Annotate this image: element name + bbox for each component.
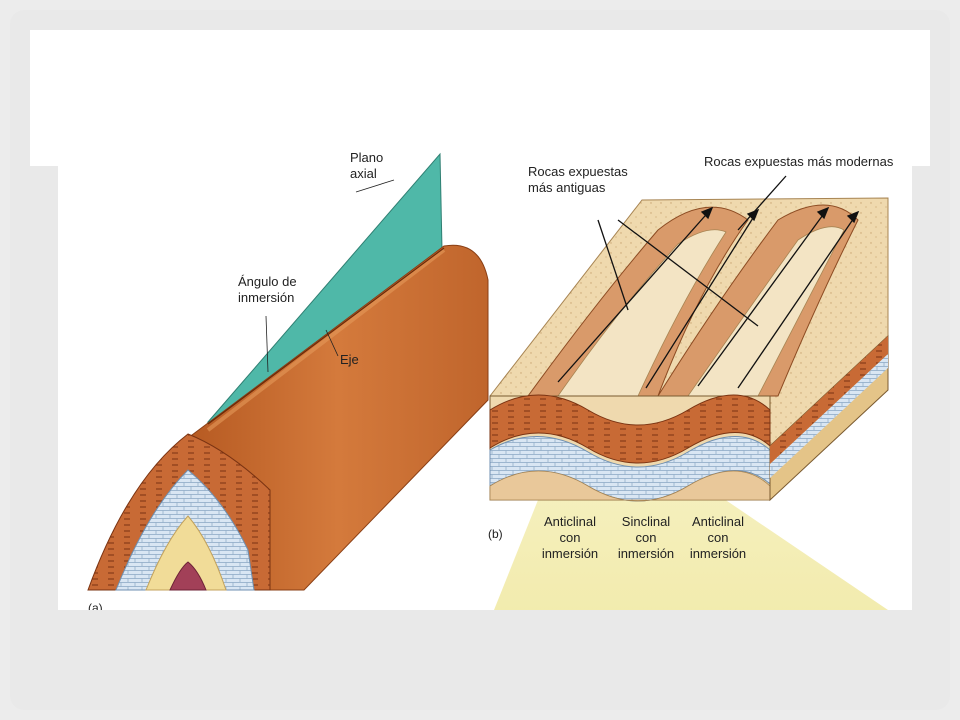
panel-a: Plano axial Ángulo de inmersión Eje (a) (87, 150, 489, 610)
leader-angulo (265, 315, 269, 373)
label-fold3-line1: Anticlinal (692, 514, 744, 529)
label-fold2-line2: con (636, 530, 657, 545)
slide-title-area (30, 30, 930, 166)
label-eje: Eje (340, 352, 359, 367)
crest-highlight (206, 248, 446, 432)
arrows (557, 175, 860, 389)
front-sandstone-layer (489, 470, 771, 502)
label-angulo: Ángulo de (238, 274, 297, 289)
panel-b: Rocas expuestas más antiguas Rocas expue… (488, 154, 894, 610)
leader-plano (355, 179, 395, 193)
label-fold1-line1: Anticlinal (544, 514, 596, 529)
label-rocas-antiguas-2: más antiguas (528, 180, 606, 195)
label-rocas-modernas: Rocas expuestas más modernas (704, 154, 894, 169)
fold-type-labels: Anticlinal con inmersión Sinclinal con i… (542, 514, 746, 561)
label-fold3-line3: inmersión (690, 546, 746, 561)
leader-eje (325, 329, 339, 357)
label-panel-a: (a) (88, 601, 103, 610)
label-fold2-line1: Sinclinal (622, 514, 671, 529)
fold-diagram-svg: Plano axial Ángulo de inmersión Eje (a) (87, 150, 894, 610)
label-rocas-antiguas-1: Rocas expuestas (528, 164, 628, 179)
label-panel-b: (b) (488, 527, 503, 541)
label-inmersion: inmersión (238, 290, 294, 305)
side-limestone-layer (770, 354, 888, 478)
fold-axis-line (207, 247, 445, 425)
side-shale-layer (770, 336, 888, 464)
label-fold1-line2: con (560, 530, 581, 545)
label-plano: Plano (350, 150, 383, 165)
fold-diagram-figure: Plano axial Ángulo de inmersión Eje (a) (58, 150, 912, 610)
outcrop-inner-bands (557, 226, 845, 397)
label-fold2-line3: inmersión (618, 546, 674, 561)
anticline-cross-section (87, 433, 271, 591)
label-fold1-line3: inmersión (542, 546, 598, 561)
label-fold3-line2: con (708, 530, 729, 545)
label-axial: axial (350, 166, 377, 181)
